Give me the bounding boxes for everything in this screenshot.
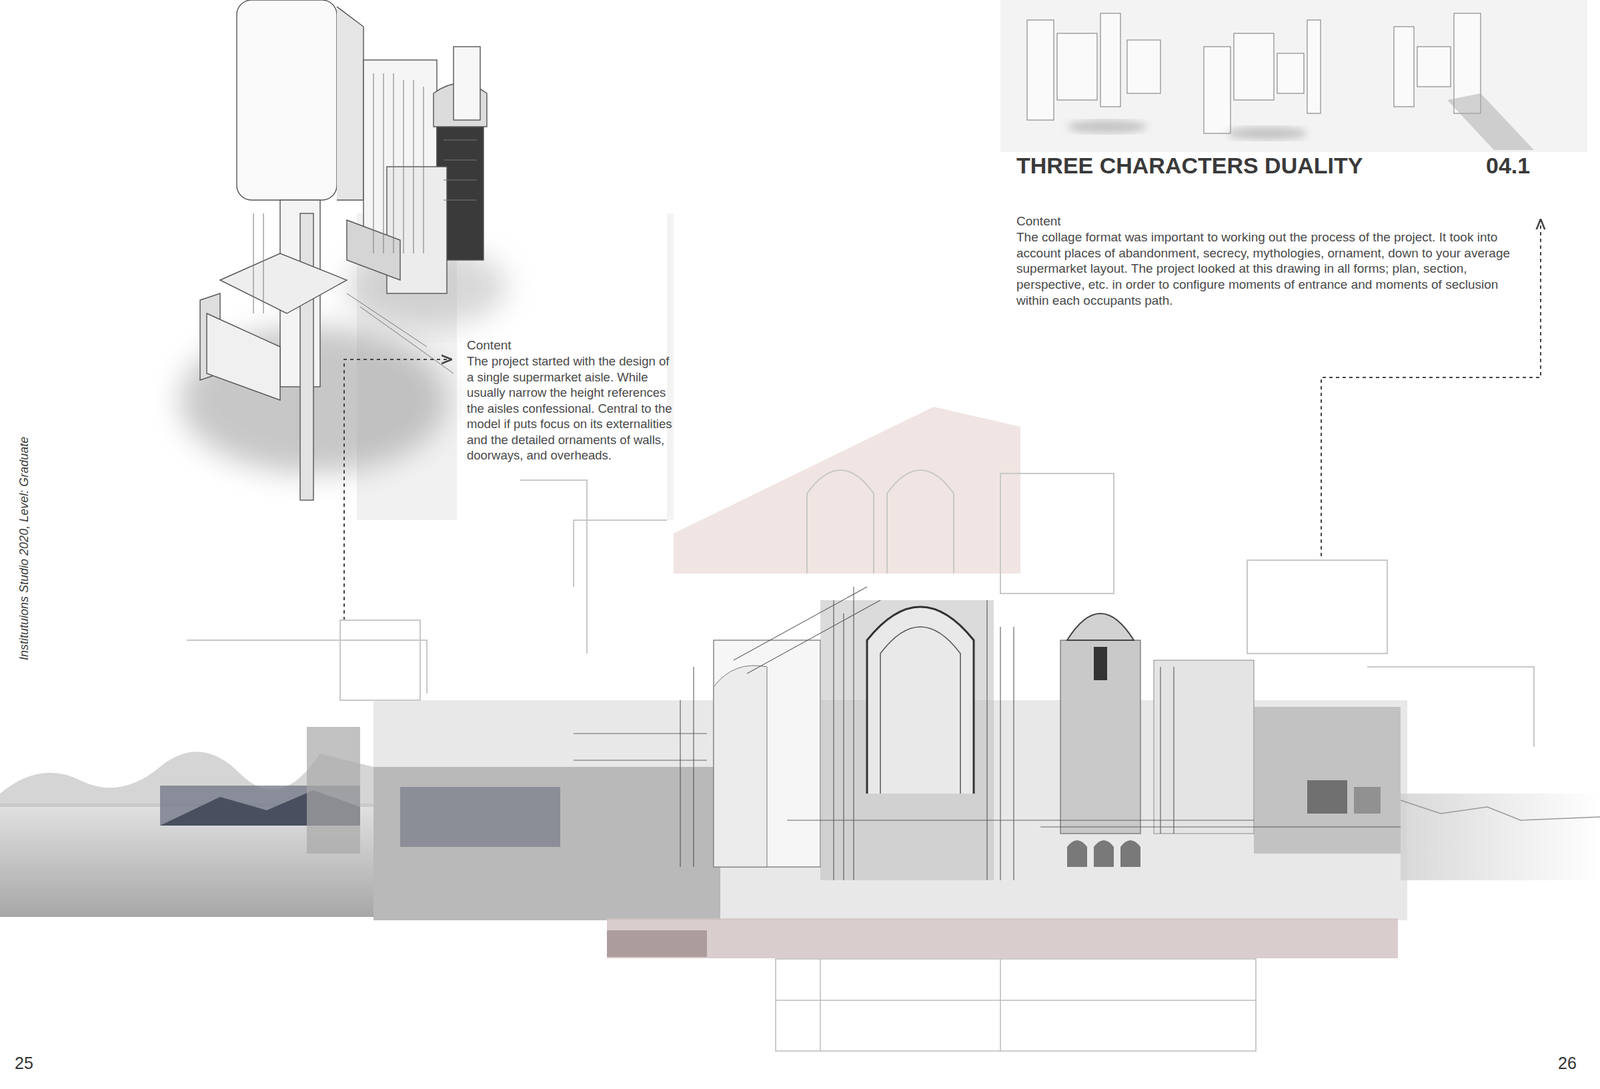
page-number: 26 xyxy=(1557,1053,1577,1074)
content-body: The collage format was important to work… xyxy=(1016,229,1518,309)
spread-title: THREE CHARACTERS DUALITY xyxy=(1016,152,1363,180)
section-number: 04.1 xyxy=(1485,152,1530,180)
vertical-caption: Institutuions Studio 2020, Level: Gradua… xyxy=(16,436,33,661)
page-number: 25 xyxy=(14,1053,34,1074)
content-body: The project started with the design of a… xyxy=(466,353,679,464)
content-heading: Content xyxy=(466,337,512,354)
content-heading: Content xyxy=(1016,213,1062,230)
